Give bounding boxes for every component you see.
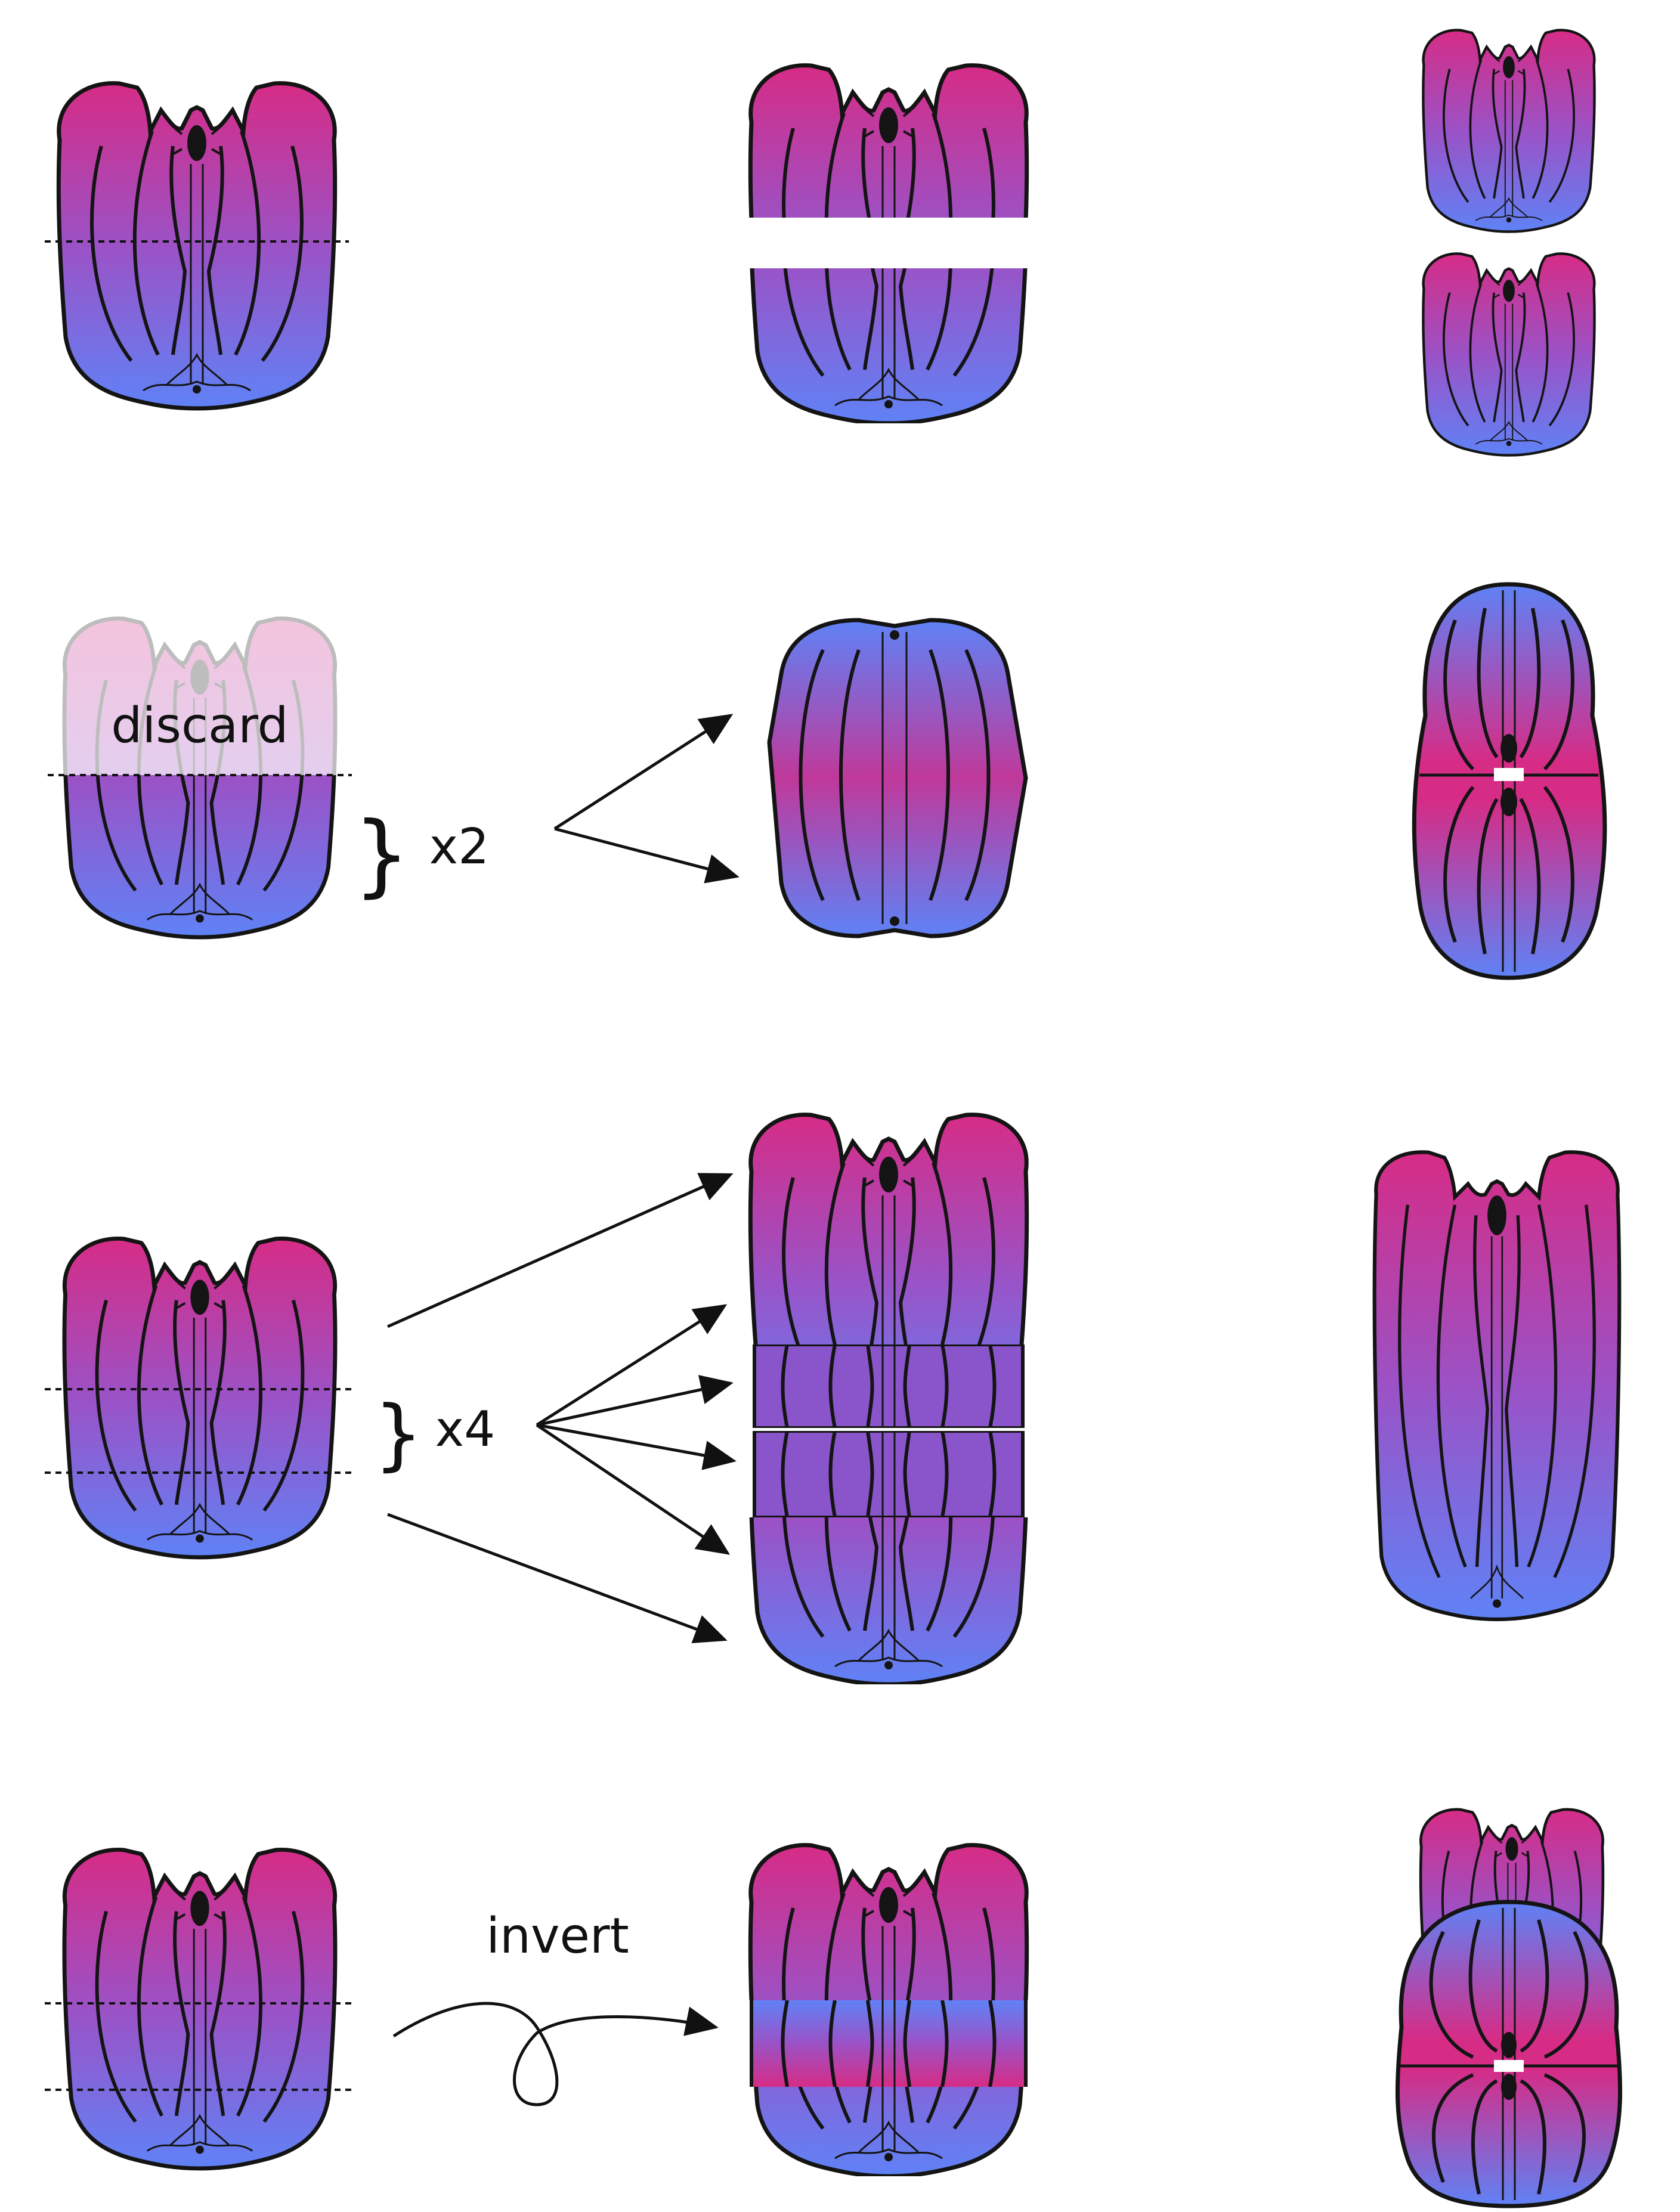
arrow — [536, 1375, 734, 1427]
row4-result-double-embryo — [1395, 1810, 1623, 2208]
row3-result-elongated-embryo — [1375, 1152, 1620, 1619]
row3-original-embryo — [45, 1238, 352, 1557]
row4-original-embryo — [45, 1849, 352, 2168]
arrow — [536, 1423, 731, 1555]
row2-original-embryo: discard — [48, 605, 352, 937]
arrow — [553, 714, 734, 831]
arrow — [387, 1513, 728, 1644]
row2-mirrored-posterior-halves — [767, 618, 1028, 938]
arrow — [536, 1304, 728, 1427]
invert-label: invert — [486, 1908, 629, 1965]
row1-cut-halves — [750, 66, 1026, 423]
row1-result-embryo-anterior — [1423, 30, 1594, 231]
x2-label: x2 — [429, 819, 490, 875]
row2-result-double-embryo — [1412, 582, 1607, 980]
row4-inverted-segment-embryo — [750, 1845, 1026, 2176]
row1-original-embryo — [45, 83, 349, 408]
discard-label: discard — [111, 698, 288, 754]
discard-overlay — [48, 605, 352, 775]
row2-multiplier: } x2 — [353, 803, 489, 907]
arrow — [554, 827, 740, 884]
arrow — [536, 1423, 737, 1470]
row4-invert-arrow: invert — [392, 1908, 719, 2106]
brace: } — [353, 803, 410, 907]
arrow — [386, 1173, 734, 1328]
row3-multiplier: } x4 — [374, 1389, 496, 1479]
row2-arrows — [553, 714, 740, 884]
row3-stacked-segments — [750, 1115, 1026, 1684]
row3-arrows — [386, 1173, 737, 1644]
brace: } — [374, 1389, 423, 1479]
row1-result-embryo-posterior — [1423, 253, 1594, 455]
x4-label: x4 — [435, 1401, 496, 1458]
loop-arrow — [392, 2002, 719, 2106]
